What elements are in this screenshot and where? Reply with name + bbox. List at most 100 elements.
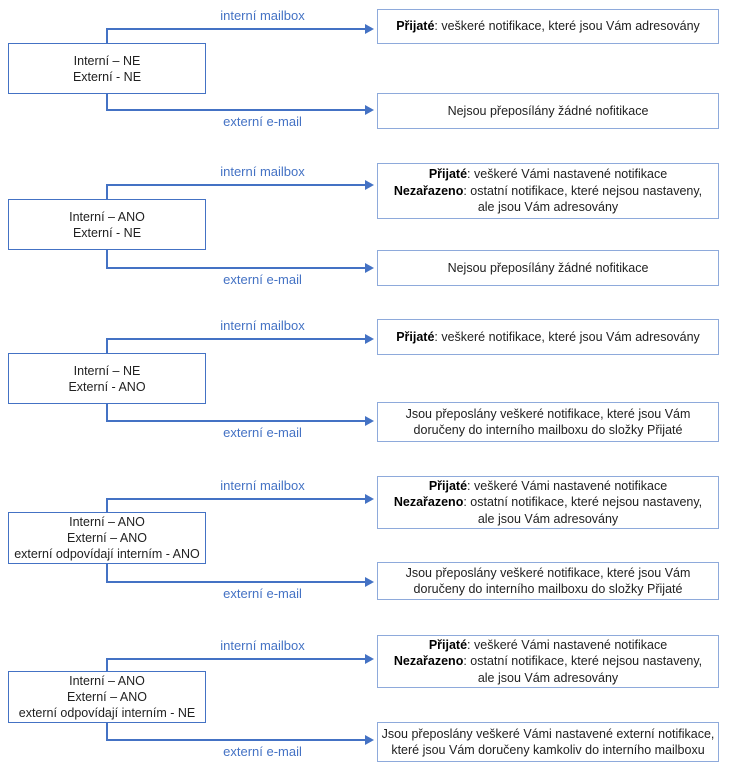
arrowhead-internal-icon xyxy=(365,494,374,504)
condition-line: Interní – ANO xyxy=(69,209,145,224)
result-text: : veškeré Vámi nastavené notifikace xyxy=(467,637,668,652)
condition-line: Externí - NE xyxy=(72,69,142,84)
result-text: : veškeré notifikace, které jsou Vám adr… xyxy=(434,329,700,344)
internal-mailbox-arrow-label: interní mailbox xyxy=(220,318,305,333)
condition-box: Interní – ANO Externí – ANO externí odpoví… xyxy=(8,671,206,723)
connector-elbow-external xyxy=(106,564,108,583)
result-line: ale jsou Vám adresovány xyxy=(478,511,618,528)
condition-line: Interní – ANO xyxy=(69,515,145,529)
result-line: Přijaté: veškeré Vámi nastavené notifika… xyxy=(429,637,667,654)
result-text: Nejsou přeposílány žádné nofitikace xyxy=(447,103,649,118)
connector-elbow-internal xyxy=(106,338,108,353)
result-line: doručeny do interního mailboxu do složky… xyxy=(414,581,683,598)
result-line: Přijaté: veškeré Vámi nastavené notifika… xyxy=(429,478,667,495)
arrowhead-external-icon xyxy=(365,105,374,115)
result-text: Jsou přeposlány veškeré Vámi nastavené e… xyxy=(381,726,715,741)
result-line: doručeny do interního mailboxu do složky… xyxy=(414,422,683,439)
arrow-line-external-email xyxy=(106,267,366,269)
result-text: : ostatní notifikace, které nejsou nasta… xyxy=(463,183,703,198)
arrow-line-internal-mailbox xyxy=(106,28,366,30)
result-text: ale jsou Vám adresovány xyxy=(477,511,619,526)
result-text: Jsou přeposlány veškeré notifikace, kter… xyxy=(405,565,691,580)
connector-elbow-external xyxy=(106,94,108,111)
result-folder-name: Přijaté xyxy=(428,478,468,493)
result-text: : ostatní notifikace, které nejsou nasta… xyxy=(463,495,703,510)
external-email-arrow-label: externí e-mail xyxy=(223,425,302,440)
internal-mailbox-result-box: Přijaté: veškeré Vámi nastavené notifika… xyxy=(377,476,719,529)
result-text: které jsou Vám doručeny kamkoliv do inte… xyxy=(391,743,705,757)
condition-line: externí odpovídají interním - ANO xyxy=(14,547,200,561)
condition-line: externí odpovídají interním - NE xyxy=(18,706,196,720)
arrowhead-internal-icon xyxy=(365,180,374,190)
result-text: ale jsou Vám adresovány xyxy=(477,670,619,685)
result-line: které jsou Vám doručeny kamkoliv do inte… xyxy=(391,742,704,759)
result-text: Nejsou přeposílány žádné nofitikace xyxy=(447,260,649,275)
condition-line: Externí – ANO xyxy=(67,531,147,545)
external-email-arrow-label: externí e-mail xyxy=(223,744,302,759)
result-line: Jsou přeposlány veškeré notifikace, kter… xyxy=(406,406,691,423)
result-line: Nezařazeno: ostatní notifikace, které ne… xyxy=(394,653,702,670)
result-text: : ostatní notifikace, které nejsou nasta… xyxy=(463,654,703,669)
result-text: : veškeré Vámi nastavené notifikace xyxy=(467,478,668,493)
result-text: doručeny do interního mailboxu do složky… xyxy=(413,582,683,596)
external-email-result-box: Jsou přeposlány veškeré notifikace, kter… xyxy=(377,402,719,442)
condition-line: Interní – NE xyxy=(73,363,141,378)
condition-line: Externí – ANO xyxy=(67,690,147,704)
external-email-result-box: Nejsou přeposílány žádné nofitikace xyxy=(377,93,719,129)
external-email-arrow-label: externí e-mail xyxy=(223,272,302,287)
external-email-arrow-label: externí e-mail xyxy=(223,586,302,601)
arrow-line-external-email xyxy=(106,581,366,583)
result-line: Nezařazeno: ostatní notifikace, které ne… xyxy=(394,183,702,200)
result-text: Jsou přeposlány veškeré notifikace, kter… xyxy=(405,406,691,421)
condition-line: Interní – NE xyxy=(73,53,141,68)
connector-elbow-internal xyxy=(106,184,108,199)
connector-elbow-internal xyxy=(106,658,108,671)
arrow-line-internal-mailbox xyxy=(106,498,366,500)
result-folder-name: Nezařazeno xyxy=(393,183,464,198)
connector-elbow-external xyxy=(106,250,108,269)
connector-elbow-external xyxy=(106,404,108,422)
arrowhead-external-icon xyxy=(365,416,374,426)
arrow-line-external-email xyxy=(106,109,366,111)
arrow-line-external-email xyxy=(106,420,366,422)
result-text: : veškeré Vámi nastavené notifikace xyxy=(467,167,668,182)
arrow-line-internal-mailbox xyxy=(106,338,366,340)
arrowhead-external-icon xyxy=(365,263,374,273)
arrowhead-internal-icon xyxy=(365,334,374,344)
arrowhead-external-icon xyxy=(365,735,374,745)
result-line: Přijaté: veškeré notifikace, které jsou … xyxy=(396,18,700,35)
internal-mailbox-result-box: Přijaté: veškeré notifikace, které jsou … xyxy=(377,319,719,355)
result-line: Přijaté: veškeré notifikace, které jsou … xyxy=(396,329,700,346)
arrow-line-external-email xyxy=(106,739,366,741)
arrowhead-external-icon xyxy=(365,577,374,587)
result-line: Přijaté: veškeré Vámi nastavené notifika… xyxy=(429,166,667,183)
result-line: Jsou přeposlány veškeré Vámi nastavené e… xyxy=(382,726,715,743)
result-line: Nejsou přeposílány žádné nofitikace xyxy=(448,260,649,277)
internal-mailbox-arrow-label: interní mailbox xyxy=(220,8,305,23)
arrowhead-internal-icon xyxy=(365,24,374,34)
result-text: ale jsou Vám adresovány xyxy=(477,200,619,215)
result-text: : veškeré notifikace, které jsou Vám adr… xyxy=(434,19,700,34)
condition-line: Externí - ANO xyxy=(68,379,146,394)
connector-elbow-external xyxy=(106,723,108,741)
arrow-line-internal-mailbox xyxy=(106,658,366,660)
internal-mailbox-arrow-label: interní mailbox xyxy=(220,638,305,653)
external-email-result-box: Nejsou přeposílány žádné nofitikace xyxy=(377,250,719,286)
condition-box: Interní – ANO Externí – ANO externí odpoví… xyxy=(8,512,206,564)
result-folder-name: Přijaté xyxy=(396,19,435,34)
internal-mailbox-result-box: Přijaté: veškeré Vámi nastavené notifika… xyxy=(377,163,719,219)
condition-line: Externí - NE xyxy=(72,225,142,240)
condition-line: Interní – ANO xyxy=(69,674,145,688)
result-folder-name: Přijaté xyxy=(396,329,435,344)
arrowhead-internal-icon xyxy=(365,654,374,664)
external-email-arrow-label: externí e-mail xyxy=(223,114,302,129)
result-line: ale jsou Vám adresovány xyxy=(478,199,618,216)
result-line: Nejsou přeposílány žádné nofitikace xyxy=(448,103,649,120)
connector-elbow-internal xyxy=(106,28,108,43)
internal-mailbox-result-box: Přijaté: veškeré Vámi nastavené notifika… xyxy=(377,635,719,688)
result-line: ale jsou Vám adresovány xyxy=(478,670,618,687)
result-folder-name: Nezařazeno xyxy=(393,654,464,669)
